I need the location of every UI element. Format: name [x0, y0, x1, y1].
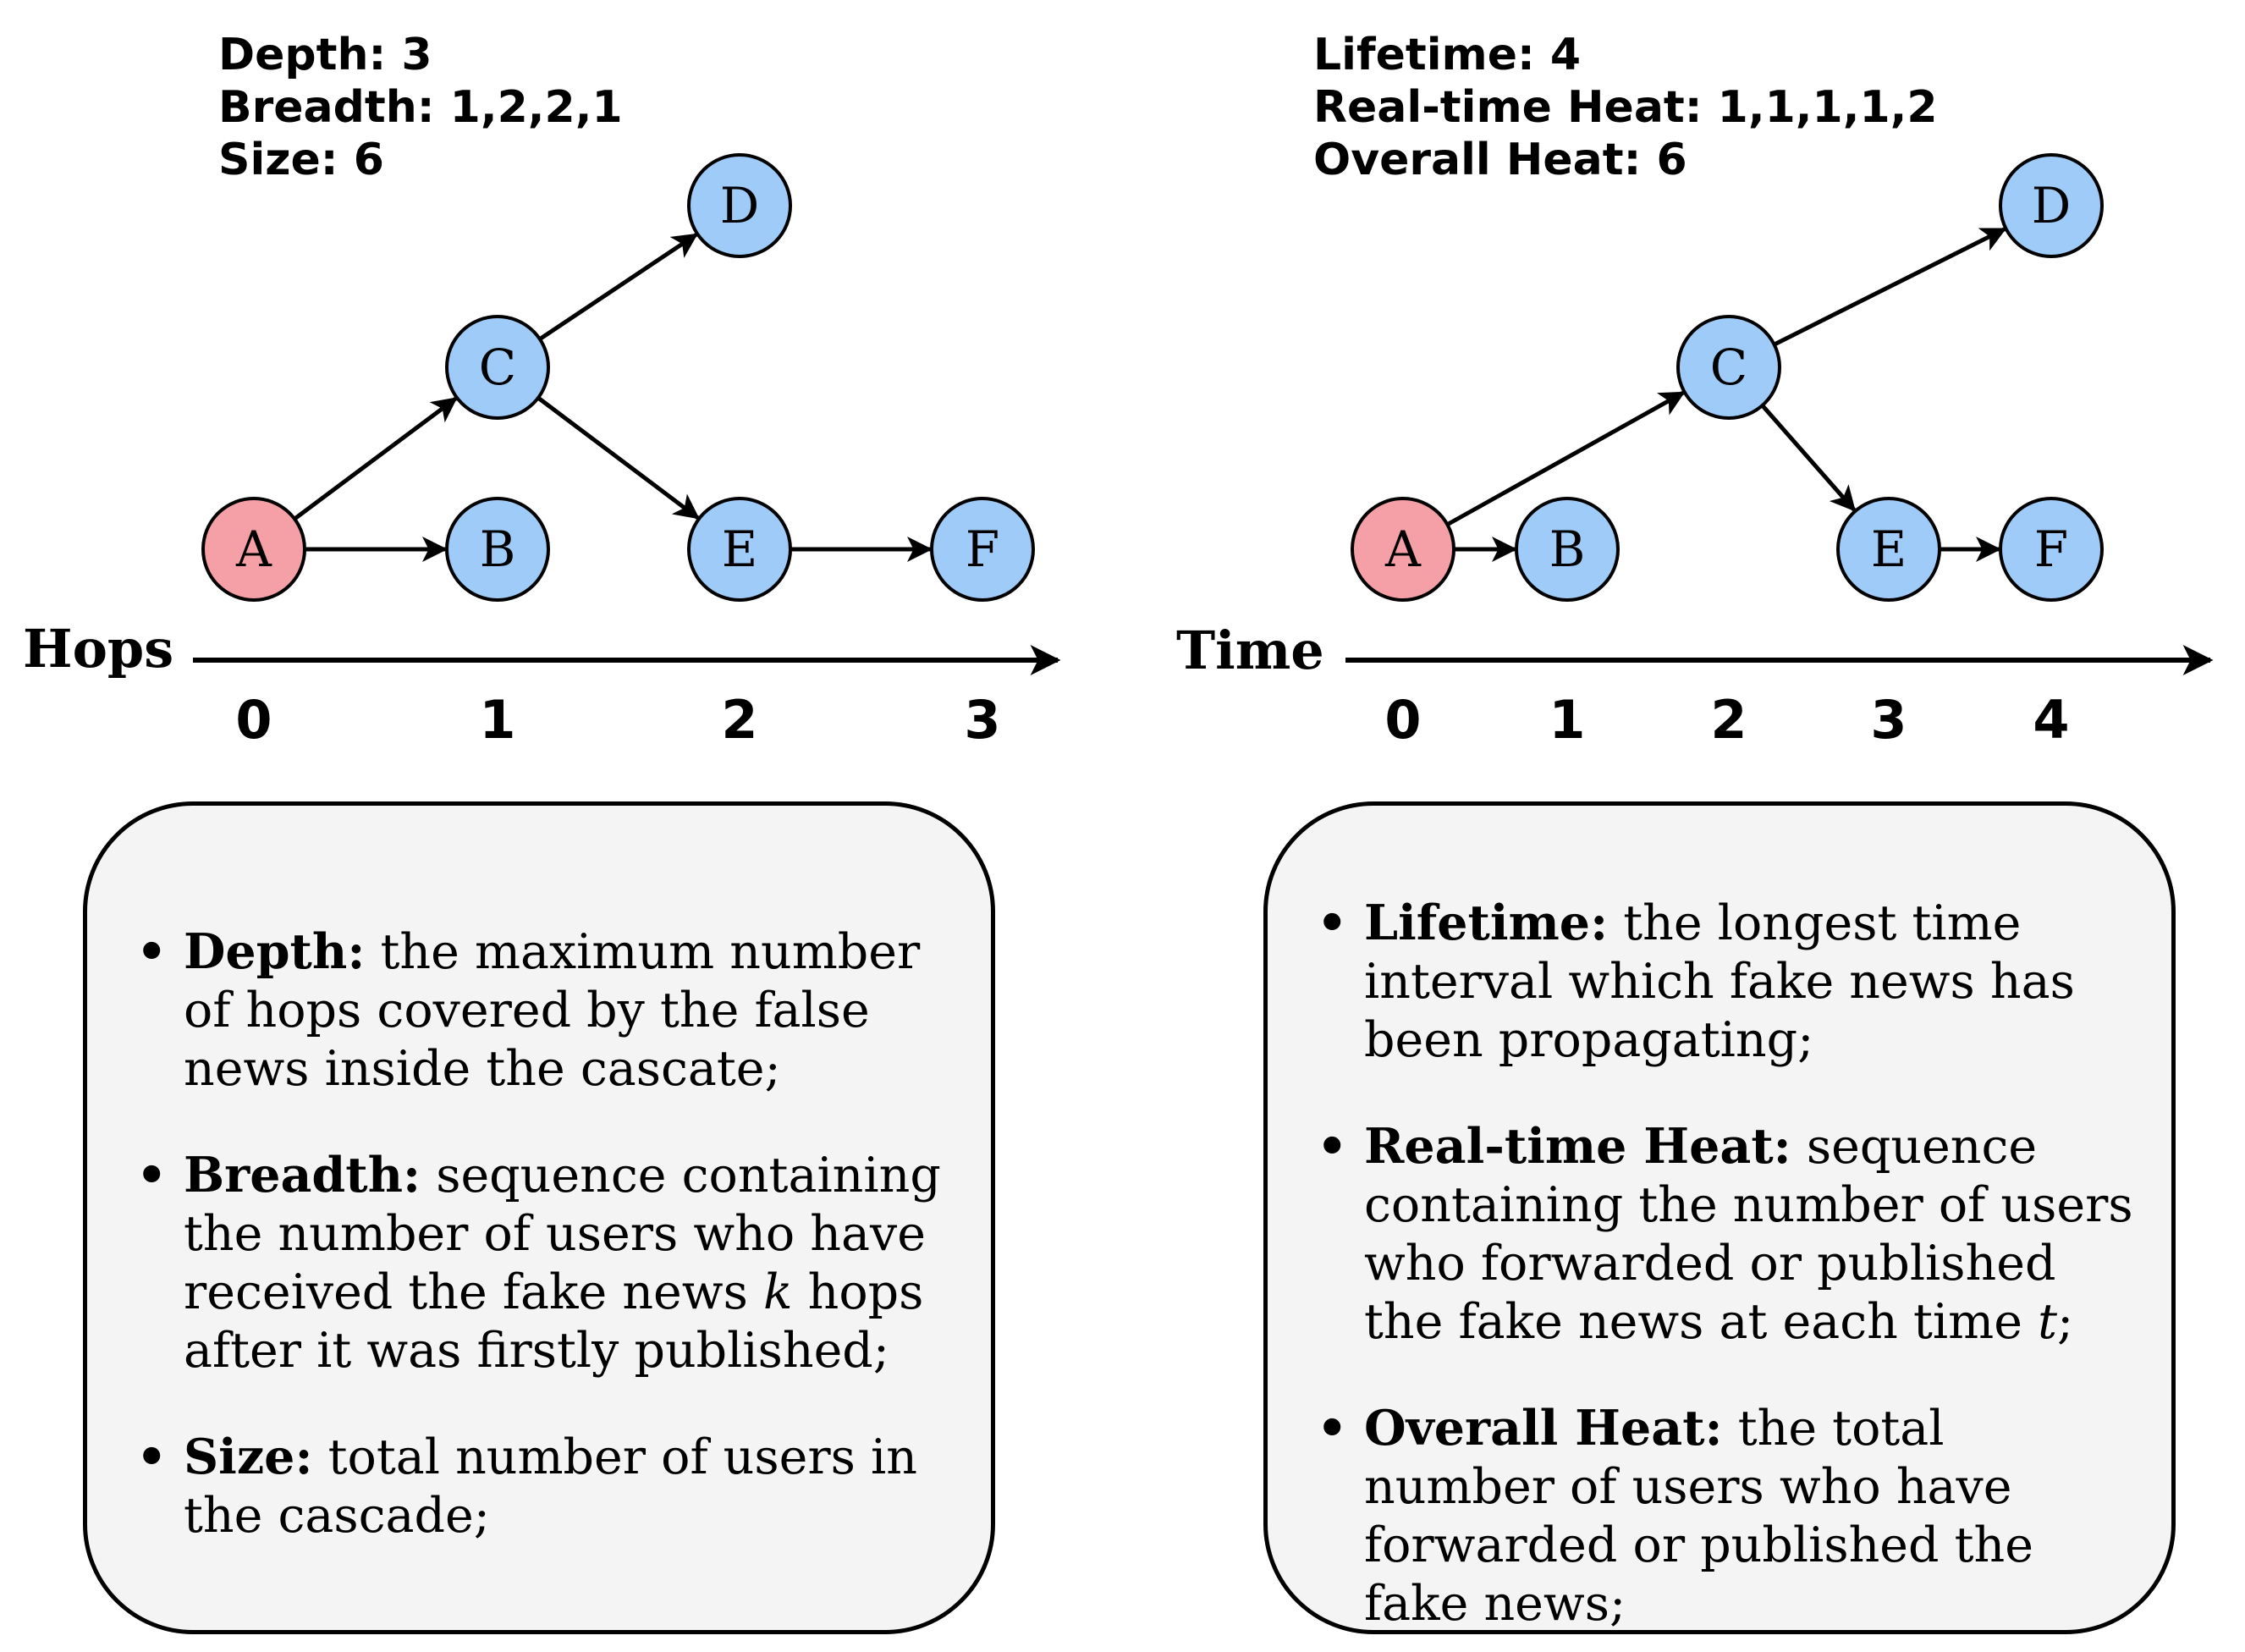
left-node-f-label: F [966, 520, 999, 578]
right-edge-a-c [1446, 391, 1686, 526]
left-node-a-label: A [235, 520, 272, 578]
bullet-icon: • [1317, 1400, 1348, 1457]
left-axis-name: Hops [23, 618, 173, 680]
definition-text: Breadth: sequence containing the number … [184, 1147, 941, 1379]
left-node-c-label: C [479, 339, 516, 396]
right-node-e-label: E [1871, 520, 1907, 578]
left-definition-item: • Size: total number of users in the casc… [113, 1428, 966, 1545]
right-tick-4: 4 [2033, 689, 2069, 751]
bullet-icon: • [136, 923, 168, 980]
right-node-e-circle [1836, 497, 1941, 602]
left-node-f-circle [930, 497, 1035, 602]
left-tick-2: 2 [721, 689, 757, 751]
right-node-b: B [1515, 497, 1620, 602]
right-nodes: A B C D E F [1351, 153, 2104, 602]
left-node-b: B [445, 497, 550, 602]
definition-term: Overall Heat: [1364, 1400, 1723, 1457]
definition-text: Real-time Heat: sequence containing the … [1364, 1118, 2133, 1350]
left-tick-3: 3 [964, 689, 1000, 751]
left-node-f: F [930, 497, 1035, 602]
right-definition-item: • Lifetime: the longest time interval whi… [1293, 894, 2146, 1070]
definition-term: Breadth: [184, 1147, 421, 1203]
right-node-a-circle [1351, 497, 1455, 602]
left-edge-a-c [293, 397, 458, 521]
left-axis: Hops 0 1 2 3 [23, 618, 1061, 751]
left-node-c-circle [445, 315, 550, 420]
right-node-f-circle [1999, 497, 2104, 602]
right-edge-c-d [1773, 227, 2007, 347]
right-stats: Lifetime: 4 Real-time Heat: 1,1,1,1,2 Ov… [1313, 30, 1938, 185]
definition-term: Size: [184, 1429, 313, 1485]
left-stat-breadth: Breadth: 1,2,2,1 [218, 82, 623, 133]
right-tick-1: 1 [1549, 689, 1585, 751]
right-node-d: D [1999, 153, 2104, 258]
right-node-f-label: F [2034, 520, 2068, 578]
left-edge-c-e [536, 396, 700, 520]
definition-variable: k [762, 1264, 793, 1320]
right-node-d-circle [1999, 153, 2104, 258]
left-node-d: D [687, 153, 792, 258]
right-node-c-circle [1676, 315, 1781, 420]
right-axis-name: Time [1176, 620, 1324, 681]
left-node-d-label: D [720, 177, 760, 234]
right-node-c: C [1676, 315, 1781, 420]
definition-text: Depth: the maximum number of hops covere… [184, 923, 921, 1097]
left-node-d-circle [687, 153, 792, 258]
right-node-b-label: B [1549, 520, 1586, 578]
bullet-icon: • [1317, 895, 1348, 951]
right-node-a: A [1351, 497, 1455, 602]
right-axis: Time 0 1 2 3 4 [1176, 620, 2214, 751]
left-node-a: A [201, 497, 306, 602]
definition-term: Depth: [184, 923, 366, 980]
right-tick-3: 3 [1870, 689, 1907, 751]
right-node-f: F [1999, 497, 2104, 602]
right-definition-item: • Overall Heat: the total number of users… [1293, 1399, 2146, 1633]
left-node-e: E [687, 497, 792, 602]
definition-term: Real-time Heat: [1364, 1118, 1791, 1175]
right-node-a-label: A [1384, 520, 1422, 578]
right-edge-c-e [1760, 404, 1857, 512]
bullet-icon: • [1317, 1118, 1348, 1175]
left-stats: Depth: 3 Breadth: 1,2,2,1 Size: 6 [218, 30, 623, 185]
left-edge-c-d [538, 233, 698, 341]
left-node-a-circle [201, 497, 306, 602]
right-stat-overall-heat: Overall Heat: 6 [1313, 135, 1687, 185]
definition-variable: t [2038, 1294, 2057, 1350]
definition-text: Overall Heat: the total number of users … [1364, 1400, 2033, 1632]
left-definitions-list: • Depth: the maximum number of hops cover… [113, 922, 966, 1545]
right-node-d-label: D [2032, 177, 2072, 234]
left-nodes: A B C D E F [201, 153, 1035, 602]
right-definitions-panel: • Lifetime: the longest time interval whi… [1263, 801, 2176, 1634]
right-node-c-label: C [1710, 339, 1747, 396]
left-definition-item: • Depth: the maximum number of hops cover… [113, 922, 966, 1099]
left-edges [293, 233, 933, 562]
right-stat-realtime-heat: Real-time Heat: 1,1,1,1,2 [1313, 82, 1938, 133]
left-stat-depth: Depth: 3 [218, 30, 432, 80]
left-node-b-circle [445, 497, 550, 602]
right-edges [1446, 227, 2007, 562]
right-tick-0: 0 [1384, 689, 1421, 751]
right-stat-lifetime: Lifetime: 4 [1313, 30, 1581, 80]
bullet-icon: • [136, 1147, 168, 1203]
right-tick-2: 2 [1710, 689, 1747, 751]
definition-term: Lifetime: [1364, 895, 1609, 951]
right-definitions-list: • Lifetime: the longest time interval whi… [1293, 894, 2146, 1633]
right-node-e: E [1836, 497, 1941, 602]
left-node-e-circle [687, 497, 792, 602]
bullet-icon: • [136, 1429, 168, 1485]
left-node-c: C [445, 315, 550, 420]
left-definition-item: • Breadth: sequence containing the number… [113, 1146, 966, 1380]
right-node-b-circle [1515, 497, 1620, 602]
left-stat-size: Size: 6 [218, 135, 384, 185]
right-definition-item: • Real-time Heat: sequence containing the… [1293, 1117, 2146, 1352]
definition-text: Lifetime: the longest time interval whic… [1364, 895, 2075, 1068]
left-definitions-panel: • Depth: the maximum number of hops cover… [83, 801, 995, 1634]
left-node-b-label: B [480, 520, 516, 578]
left-tick-0: 0 [235, 689, 272, 751]
left-node-e-label: E [722, 520, 757, 578]
left-tick-1: 1 [479, 689, 515, 751]
definition-text: Size: total number of users in the casca… [184, 1429, 917, 1544]
